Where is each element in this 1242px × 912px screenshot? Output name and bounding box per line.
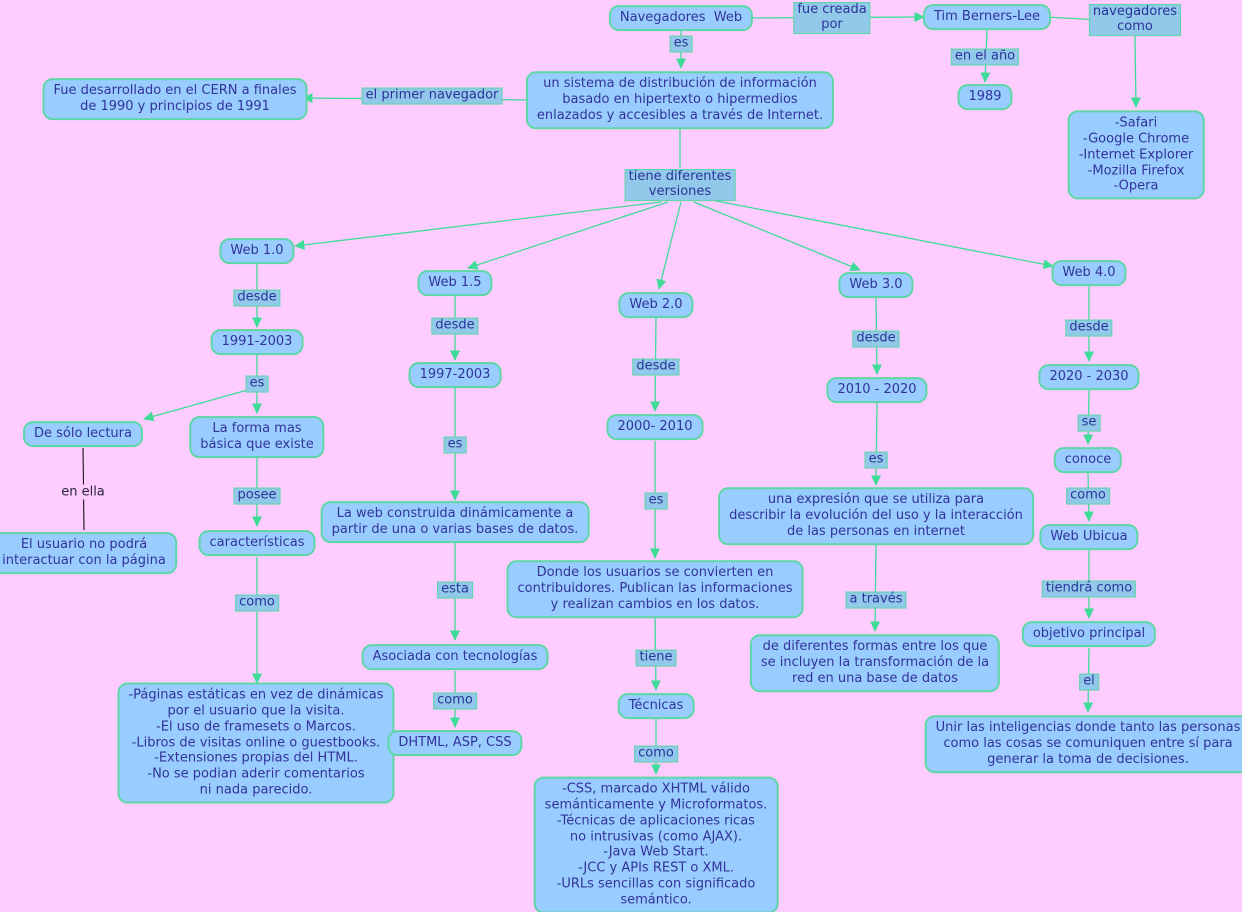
node-web-2-0[interactable]: Web 2.0 [618, 292, 694, 318]
node-web-3-0[interactable]: Web 3.0 [838, 272, 914, 298]
label-como-web20[interactable]: como [634, 745, 678, 763]
node-expresion[interactable]: una expresión que se utiliza para descri… [718, 487, 1034, 545]
node-web-construida[interactable]: La web construida dinámicamente a partir… [320, 501, 590, 543]
node-web20-tecnicas-lista[interactable]: -CSS, marcado XHTML válido semánticament… [533, 776, 779, 912]
node-web-1-5[interactable]: Web 1.5 [417, 270, 493, 296]
label-tiendra-como[interactable]: tiendrá como [1041, 580, 1137, 598]
node-periodo-1997-2003[interactable]: 1997-2003 [408, 362, 502, 388]
label-posee[interactable]: posee [233, 487, 281, 505]
label-se[interactable]: se [1077, 414, 1101, 432]
node-lista-navegadores[interactable]: -Safari -Google Chrome -Internet Explore… [1067, 110, 1205, 200]
label-a-traves[interactable]: a través [845, 591, 907, 609]
label-en-el-anio[interactable]: en el año [950, 48, 1020, 66]
node-navegadores-web[interactable]: Navegadores Web [608, 5, 754, 31]
label-navegadores-como[interactable]: navegadores como [1088, 4, 1182, 36]
node-sistema-definicion[interactable]: un sistema de distribución de informació… [525, 71, 835, 129]
label-desde-web20[interactable]: desde [632, 358, 680, 376]
node-asociada-tecnologias[interactable]: Asociada con tecnologías [361, 644, 549, 670]
label-desde-web30[interactable]: desde [852, 330, 900, 348]
label-tiene-diferentes-versiones[interactable]: tiene diferentes versiones [624, 169, 736, 201]
node-objetivo-principal[interactable]: objetivo principal [1021, 621, 1157, 647]
label-desde-web15[interactable]: desde [431, 317, 479, 335]
node-web-1-0[interactable]: Web 1.0 [219, 238, 295, 264]
node-dhtml-asp-css[interactable]: DHTML, ASP, CSS [387, 730, 523, 756]
node-usuario-no-interactua[interactable]: El usuario no podrá interactuar con la p… [0, 532, 177, 574]
node-periodo-1991-2003[interactable]: 1991-2003 [210, 329, 304, 355]
label-como-web15[interactable]: como [433, 692, 477, 710]
label-es-web30[interactable]: es [864, 451, 888, 469]
label-desde-web10[interactable]: desde [233, 289, 281, 307]
node-forma-basica[interactable]: La forma mas básica que existe [189, 416, 325, 458]
label-desde-web40[interactable]: desde [1065, 319, 1113, 337]
label-es-web15[interactable]: es [443, 436, 467, 454]
node-1989[interactable]: 1989 [957, 84, 1013, 110]
node-de-solo-lectura[interactable]: De sólo lectura [23, 421, 143, 447]
label-como-web40[interactable]: como [1066, 487, 1110, 505]
node-tim-berners-lee[interactable]: Tim Berners-Lee [922, 4, 1052, 30]
node-conoce[interactable]: conoce [1053, 447, 1123, 473]
node-donde-usuarios[interactable]: Donde los usuarios se convierten en cont… [506, 560, 804, 618]
node-web10-caracteristicas-lista[interactable]: -Páginas estáticas en vez de dinámicas p… [117, 682, 395, 804]
node-unir-inteligencias[interactable]: Unir las inteligencias donde tanto las p… [924, 715, 1242, 773]
node-cern[interactable]: Fue desarrollado en el CERN a finales de… [42, 78, 308, 120]
node-web-4-0[interactable]: Web 4.0 [1051, 260, 1127, 286]
node-formas[interactable]: de diferentes formas entre los que se in… [749, 634, 1001, 692]
label-tiene[interactable]: tiene [635, 649, 677, 667]
node-periodo-2020-2030[interactable]: 2020 - 2030 [1038, 364, 1140, 390]
label-como-web10[interactable]: como [235, 594, 279, 612]
label-el[interactable]: el [1079, 673, 1099, 691]
label-el-primer-navegador[interactable]: el primer navegador [361, 87, 503, 105]
label-esta[interactable]: esta [437, 581, 473, 599]
node-web-ubicua[interactable]: Web Ubicua [1039, 524, 1139, 550]
label-en-ella[interactable]: en ella [56, 484, 110, 500]
label-es-web10[interactable]: es [245, 375, 269, 393]
node-periodo-2000-2010[interactable]: 2000- 2010 [606, 414, 704, 440]
label-fue-creada-por[interactable]: fue creada por [793, 2, 871, 34]
label-es-sistema[interactable]: es [669, 35, 693, 53]
node-caracteristicas[interactable]: características [198, 530, 316, 556]
node-periodo-2010-2020[interactable]: 2010 - 2020 [826, 377, 928, 403]
label-es-web20[interactable]: es [644, 492, 668, 510]
node-tecnicas[interactable]: Técnicas [617, 693, 695, 719]
